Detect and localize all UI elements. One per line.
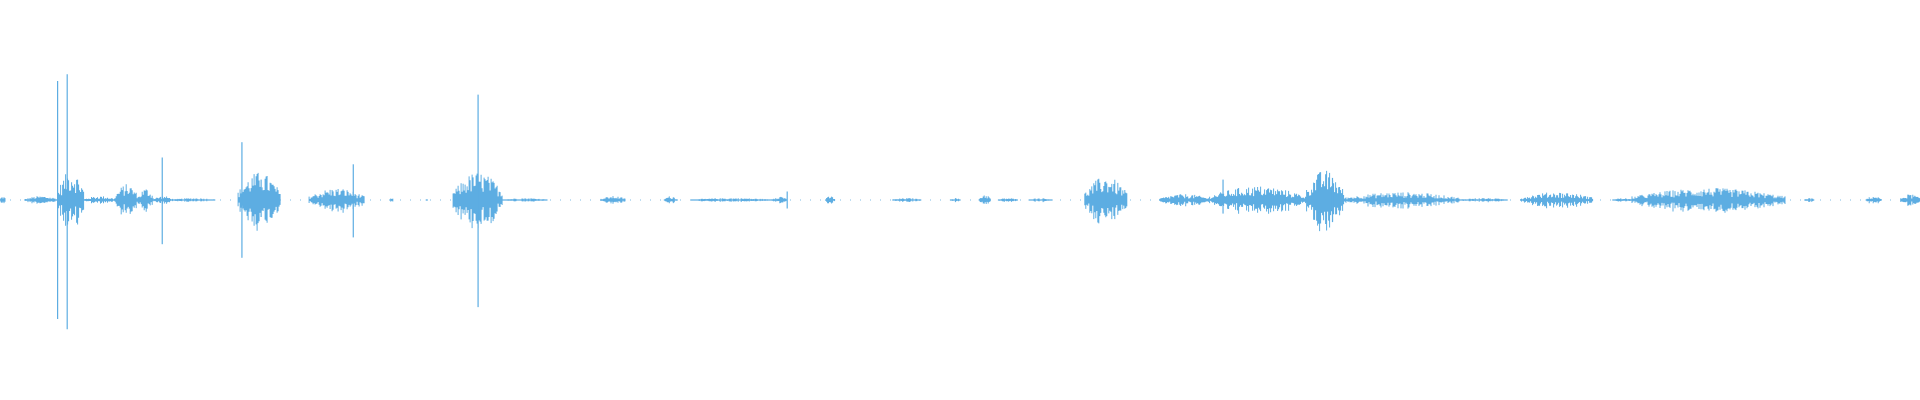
waveform-segment — [452, 173, 503, 229]
waveform-segment — [1084, 178, 1128, 224]
waveform-segment — [425, 199, 428, 201]
waveform-segment — [1028, 198, 1053, 203]
waveform-segment — [1804, 198, 1815, 202]
waveform-segment — [978, 195, 991, 204]
waveform-segment — [949, 198, 960, 203]
waveform-segment — [1900, 194, 1920, 206]
waveform-segment — [1159, 194, 1210, 207]
waveform-segment — [153, 196, 174, 204]
waveform-segment — [237, 172, 281, 231]
waveform-segment — [1865, 197, 1882, 204]
waveform-segment — [771, 196, 788, 204]
waveform-segment — [24, 196, 58, 204]
waveform-segment — [663, 196, 678, 204]
waveform-segment — [1209, 186, 1307, 214]
waveform-segment — [825, 196, 836, 204]
waveform-segment — [502, 198, 548, 202]
waveform-segment — [1458, 198, 1508, 203]
waveform-segment — [600, 196, 626, 204]
waveform-segment — [308, 189, 365, 213]
waveform-segment — [114, 184, 139, 215]
waveform-segment — [137, 189, 154, 212]
waveform-segment — [1520, 192, 1594, 209]
waveform-segment — [1305, 170, 1345, 232]
waveform-segment — [892, 198, 922, 202]
waveform-segment — [0, 197, 6, 204]
waveform-segment — [84, 196, 115, 204]
waveform-segment — [997, 198, 1018, 202]
waveform-segment — [57, 174, 85, 226]
waveform-segment — [1631, 188, 1786, 213]
waveform-segment — [1612, 198, 1633, 202]
waveform-segment — [389, 198, 394, 202]
waveform-segment — [172, 198, 216, 202]
waveform-segment — [690, 198, 772, 202]
waveform-segment — [1343, 192, 1460, 209]
